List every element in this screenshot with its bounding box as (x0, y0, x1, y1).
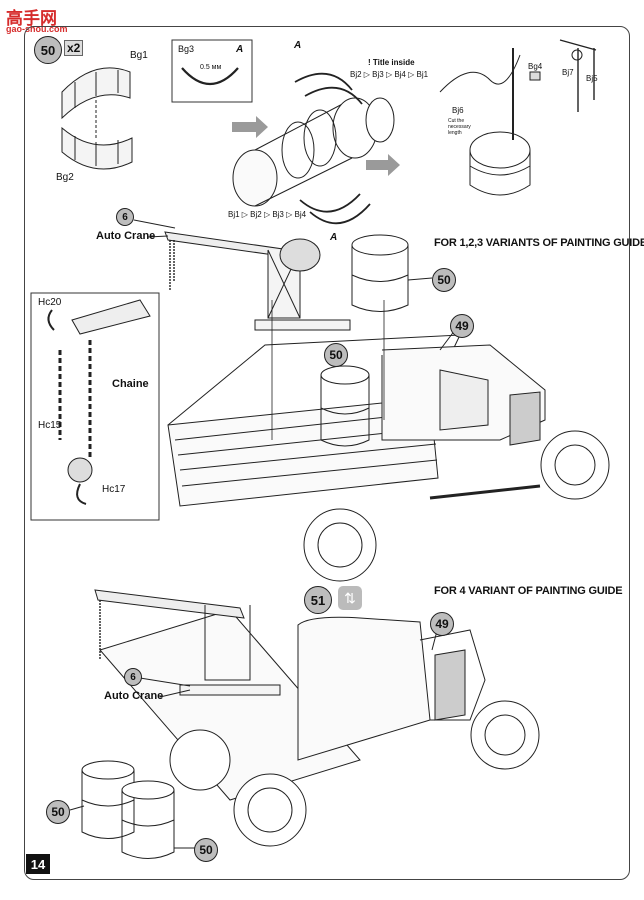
guide-variant-4: FOR 4 VARIANT OF PAINTING GUIDE (434, 585, 623, 597)
label-section-a: A (236, 44, 244, 55)
upper-truck (167, 334, 610, 582)
chain-drawing (47, 299, 151, 505)
label-bg4: Bg4 (528, 62, 543, 71)
label-bj-sequence-top: Bj2 ▷ Bj3 ▷ Bj4 ▷ Bj1 (350, 70, 429, 79)
label-a-top: A (294, 40, 302, 51)
drum-assembly (232, 72, 395, 225)
chain-detail-box (30, 292, 160, 521)
auto-crane-bottom-number: 6 (124, 668, 142, 686)
step-50-badge: 50 (34, 36, 62, 64)
label-bj-sequence-bottom: Bj1 ▷ Bj2 ▷ Bj3 ▷ Bj4 (228, 210, 307, 219)
label-bg1: Bg1 (130, 50, 148, 61)
page-number: 14 (26, 854, 50, 874)
label-title-inside: ! Title inside (368, 58, 415, 67)
rotate-icon: ⇅ (338, 586, 362, 610)
upper-drums (351, 234, 409, 312)
arrow-right-2 (366, 154, 400, 176)
label-hc17: Hc17 (102, 484, 126, 495)
label-bg2: Bg2 (56, 172, 74, 183)
lower-drums-center (121, 780, 175, 859)
arrow-right-1 (232, 116, 268, 138)
truck-bed-drums (320, 365, 370, 447)
watermark-url: gao-shou.com (6, 24, 68, 34)
fuel-hose (439, 54, 521, 93)
auto-crane-top-label: Auto Crane (96, 230, 156, 242)
step-51-badge: 51 (304, 586, 332, 614)
step-50-ref-bl: 50 (46, 800, 70, 824)
drum-finished (469, 131, 531, 196)
lower-drums-left (81, 760, 135, 839)
bg3-ring (181, 67, 239, 85)
step-50-ref-bed: 50 (324, 343, 348, 367)
watermark-logo: 高手网 (6, 9, 57, 28)
step-50-ref-right: 50 (432, 268, 456, 292)
label-bj6-note: Cut the necessary length (448, 118, 471, 136)
label-a-bottom: A (330, 232, 338, 243)
label-hc15: Hc15 (38, 420, 62, 431)
step-50-multiplier: x2 (64, 40, 84, 56)
label-bg3-thickness: 0.5 мм (200, 64, 222, 71)
guide-variants-123: FOR 1,2,3 VARIANTS OF PAINTING GUIDE (434, 237, 644, 249)
auto-crane-top-number: 6 (116, 208, 134, 226)
label-bj7: Bj7 (562, 68, 574, 77)
step-49-ref-bottom: 49 (430, 612, 454, 636)
upper-crane (164, 231, 351, 331)
label-chaine: Chaine (112, 378, 149, 390)
step-50-ref-bc: 50 (194, 838, 218, 862)
leader-50-bl (69, 805, 85, 811)
step-49-ref-top: 49 (450, 314, 474, 338)
label-bg3: Bg3 (178, 44, 195, 54)
drum-half-bg1 (61, 67, 131, 120)
drum-half-bg2 (61, 126, 133, 170)
label-bj5: Bj5 (586, 74, 598, 83)
cap-bg4 (529, 71, 541, 81)
auto-crane-bottom-label: Auto Crane (104, 690, 164, 702)
leader-auto-crane-top (133, 219, 176, 238)
label-hc20: Hc20 (38, 297, 62, 308)
leader-auto-crane-bottom (139, 677, 191, 698)
pipe-bj7-bj5 (559, 39, 597, 112)
lower-truck (94, 589, 540, 847)
page-frame (24, 26, 630, 880)
placement-lines (271, 300, 385, 440)
label-bj6: Bj6 (452, 106, 464, 115)
leader-50-right (407, 277, 433, 281)
